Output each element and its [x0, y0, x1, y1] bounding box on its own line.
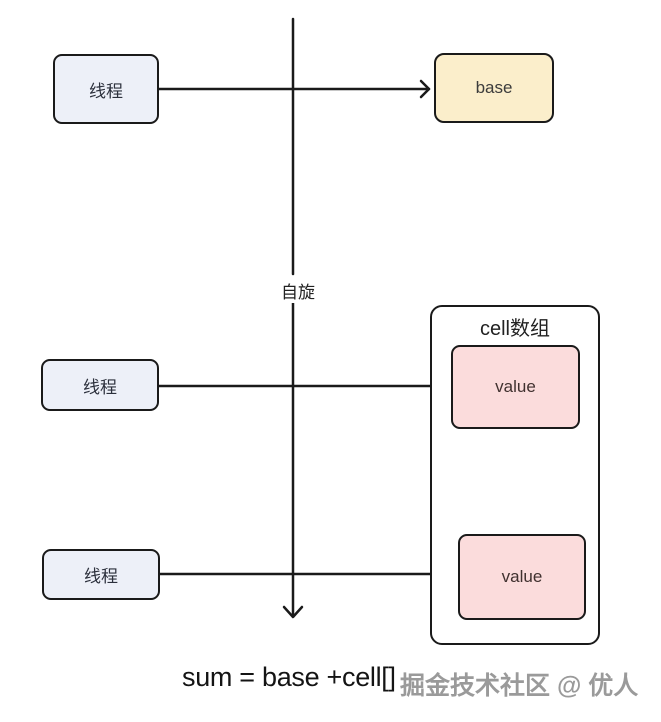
caption-formula: sum = base +cell[] — [182, 662, 396, 692]
base-box: base — [434, 53, 554, 123]
spin-label: 自旋 — [275, 278, 321, 303]
thread-box-3-label: 线程 — [84, 567, 118, 586]
cell-array-title: cell数组 — [479, 318, 550, 340]
thread-box-3: 线程 — [42, 549, 160, 600]
cell-value-box-1: value — [451, 345, 580, 429]
cell-value-2-label: value — [501, 567, 543, 586]
cell-value-1-label: value — [495, 377, 536, 396]
caption-watermark: 掘金技术社区 @ 优人 — [400, 672, 639, 700]
thread-box-1: 线程 — [53, 54, 159, 124]
thread-box-1-label: 线程 — [89, 81, 123, 101]
thread-box-2: 线程 — [41, 359, 159, 411]
spin-line-arrowhead — [282, 605, 304, 619]
cell-array-container: cell数组 value value — [430, 305, 600, 645]
base-box-label: base — [475, 78, 513, 97]
thread-box-2-label: 线程 — [83, 377, 117, 397]
arrow-thread1-base-head — [419, 79, 431, 99]
cell-value-box-2: value — [458, 534, 586, 620]
